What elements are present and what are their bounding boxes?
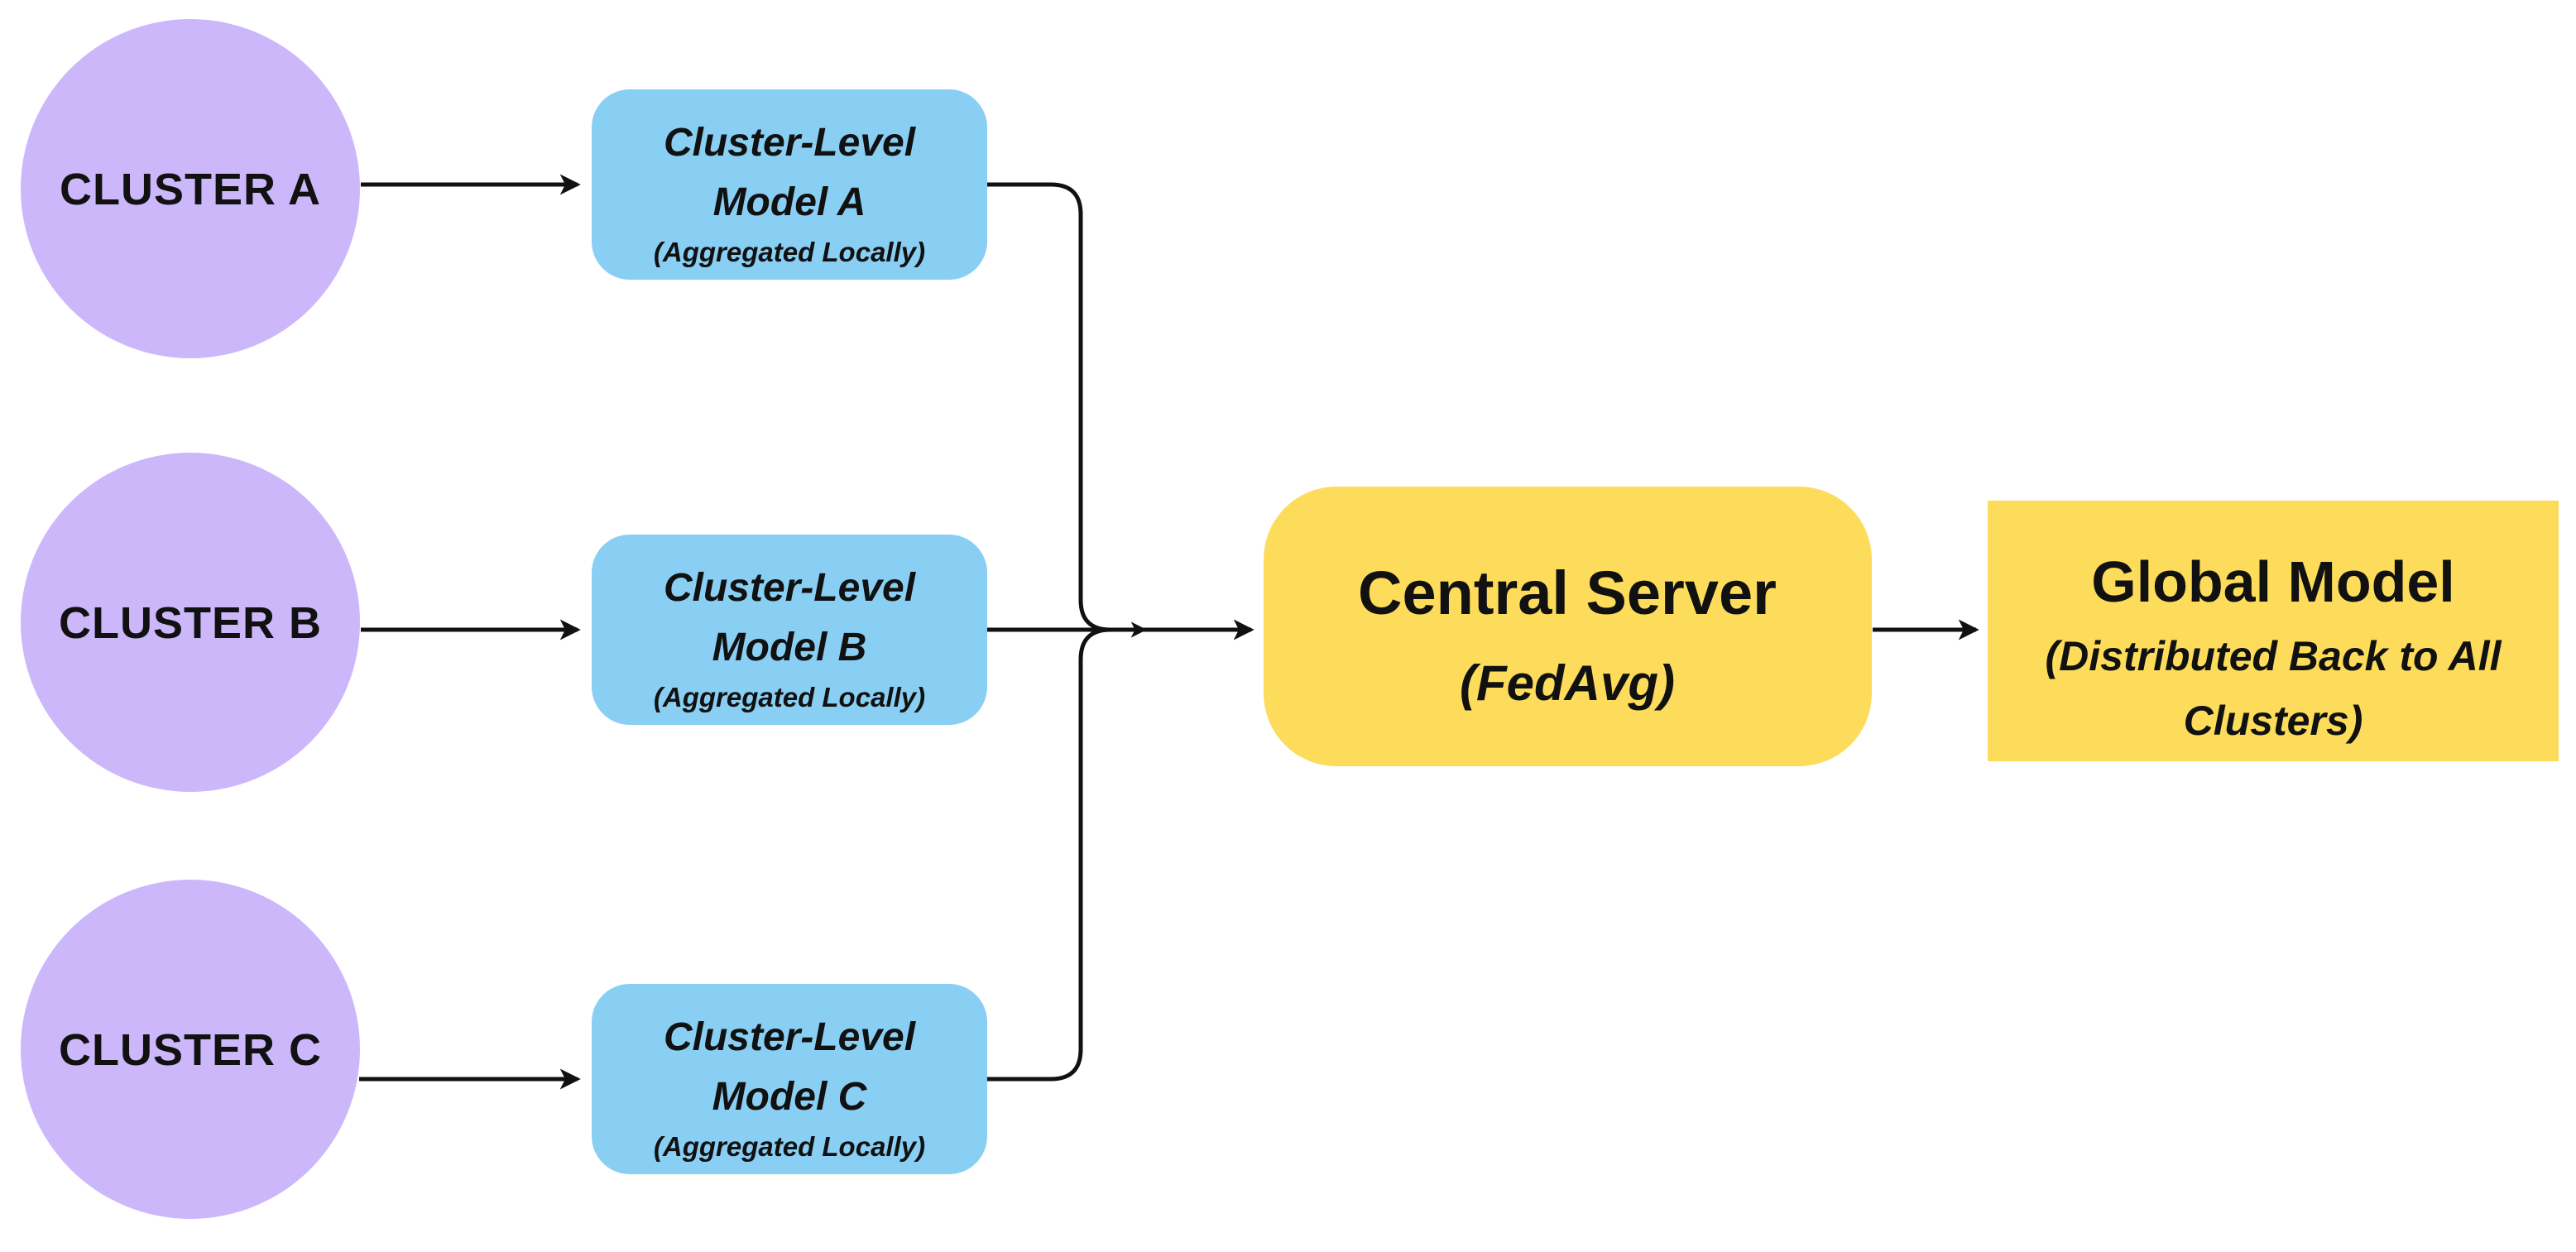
cluster-b-label: CLUSTER B [59, 598, 322, 648]
cluster-node-c: CLUSTER C [21, 880, 360, 1219]
global-model-node: Global Model (Distributed Back to All Cl… [1988, 501, 2559, 761]
model-a-box [592, 89, 987, 280]
global-model-box [1988, 501, 2559, 761]
central-server-node: Central Server (FedAvg) [1264, 487, 1872, 766]
global-model-subtitle-line2: Clusters) [2184, 698, 2363, 744]
cluster-a-label: CLUSTER A [60, 165, 321, 214]
central-server-title: Central Server [1358, 559, 1777, 627]
model-c-title-line2: Model C [712, 1075, 868, 1119]
model-node-c: Cluster-Level Model C (Aggregated Locall… [592, 984, 987, 1174]
cluster-c-circle [21, 880, 360, 1219]
cluster-a-circle [21, 19, 360, 358]
model-c-note: (Aggregated Locally) [654, 1131, 925, 1162]
model-b-title-line2: Model B [712, 626, 867, 669]
connector-model-a-to-junction [987, 182, 1111, 632]
model-b-box [592, 535, 987, 725]
global-model-title: Global Model [2091, 549, 2454, 614]
model-c-title-line1: Cluster-Level [664, 1015, 917, 1059]
model-c-box [592, 984, 987, 1174]
cluster-c-label: CLUSTER C [59, 1025, 322, 1075]
model-b-note: (Aggregated Locally) [654, 682, 925, 712]
global-model-subtitle-line1: (Distributed Back to All [2046, 633, 2502, 679]
connectors [359, 174, 1979, 1090]
central-server-subtitle: (FedAvg) [1460, 655, 1675, 711]
model-b-title-line1: Cluster-Level [664, 566, 917, 610]
cluster-node-a: CLUSTER A [21, 19, 360, 358]
central-server-box [1264, 487, 1872, 766]
model-a-title-line1: Cluster-Level [664, 121, 917, 165]
cluster-node-b: CLUSTER B [21, 453, 360, 792]
model-node-b: Cluster-Level Model B (Aggregated Locall… [592, 535, 987, 725]
model-a-title-line2: Model A [713, 180, 866, 224]
model-a-note: (Aggregated Locally) [654, 237, 925, 267]
model-node-a: Cluster-Level Model A (Aggregated Locall… [592, 89, 987, 280]
connector-model-c-to-junction [987, 627, 1111, 1082]
cluster-b-circle [21, 453, 360, 792]
